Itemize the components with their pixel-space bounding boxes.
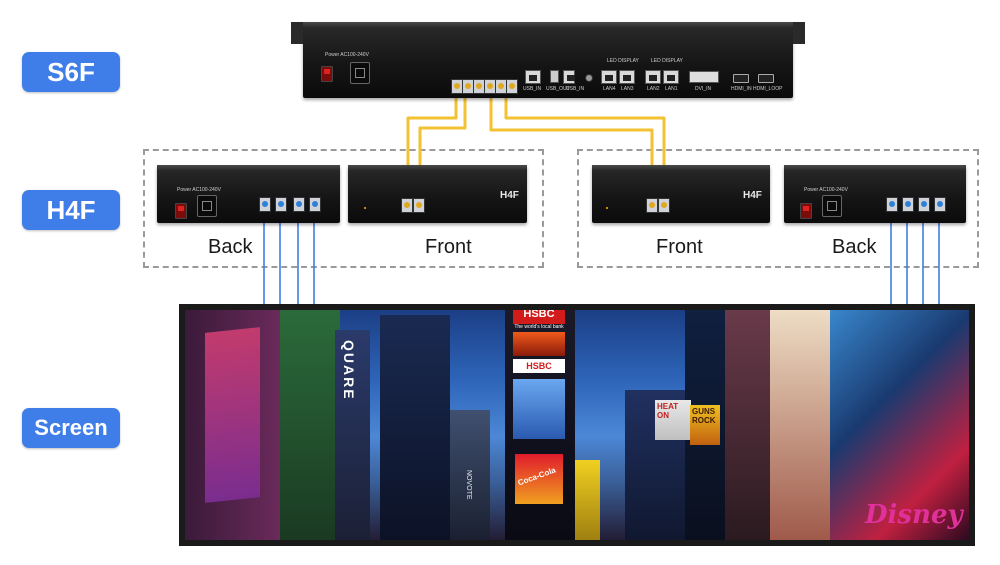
power-socket <box>350 62 370 84</box>
fiber-cable-yellow <box>418 92 467 198</box>
billboard-pirate: Disney <box>830 310 969 540</box>
hdmi-port <box>733 74 749 83</box>
billboard-guns-rock-text: GUNS ROCK <box>692 407 716 425</box>
billboard-left <box>205 327 260 503</box>
fiber-port <box>934 197 946 212</box>
ethernet-port <box>601 70 617 84</box>
fiber-port <box>413 198 425 213</box>
billboard-blue-panel <box>513 379 565 439</box>
fiber-cable-yellow <box>406 92 458 198</box>
billboard-yellow <box>575 460 600 540</box>
billboard-hsbc-text: HSBC <box>523 308 555 320</box>
power-socket <box>822 195 842 217</box>
left-h4f-group <box>143 149 544 268</box>
status-led <box>606 207 608 209</box>
billboard-quare: QUARE <box>341 340 357 401</box>
billboard-red-panel <box>513 332 565 356</box>
rack-ear-right <box>793 22 805 44</box>
fiber-port <box>886 197 898 212</box>
back-label-left: Back <box>208 236 253 258</box>
billboard-heat-on-text: HEAT ON <box>657 402 679 420</box>
hdmi-port <box>758 74 774 83</box>
s6f-power-text: Power AC100-240V <box>325 52 369 58</box>
dvi-port <box>689 71 719 83</box>
billboard-guns-rock: GUNS ROCK <box>690 405 720 445</box>
billboard-cola-text: Coca-Cola <box>516 465 557 488</box>
fiber-cable-yellow <box>489 92 654 198</box>
usb-port <box>550 70 559 83</box>
building: QUARE <box>335 330 370 540</box>
fiber-port <box>646 198 658 213</box>
billboard-heat-on: HEAT ON <box>655 400 691 440</box>
h4f-power-text: Power AC100-240V <box>177 187 221 193</box>
usb-b-port <box>563 70 575 84</box>
fiber-port <box>902 197 914 212</box>
billboard-disney: Disney <box>865 500 963 530</box>
right-h4f-group <box>577 149 979 268</box>
h4f-front-right: H4F <box>592 165 770 223</box>
port-label: LED DISPLAY <box>607 58 639 64</box>
h4f-front-left: H4F <box>348 165 527 223</box>
h4f-brand-left: H4F <box>500 190 519 201</box>
audio-jack <box>585 74 593 82</box>
fiber-port <box>918 197 930 212</box>
power-switch <box>800 203 812 219</box>
billboard-hsbc-sub: The world's local bank <box>514 324 564 330</box>
port-label: HDMI_LOOP <box>753 86 783 92</box>
rack-ear-left <box>291 22 303 44</box>
port-label: LED DISPLAY <box>651 58 683 64</box>
port-label: USB_IN <box>566 86 585 92</box>
fiber-port <box>309 197 321 212</box>
building <box>380 315 450 540</box>
billboard-cola: Coca-Cola <box>515 454 563 504</box>
port-label: LAN2 <box>647 86 660 92</box>
ethernet-port <box>645 70 661 84</box>
fiber-port <box>473 79 485 94</box>
port-label: DVI_IN <box>695 86 712 92</box>
building <box>725 310 770 540</box>
led-screen: QUARE HSBC The world's local bank HSBC C… <box>179 304 975 546</box>
ethernet-port <box>619 70 635 84</box>
s6f-device: Power AC100-240V USB_IN USB_OUT USB_IN L… <box>291 22 805 98</box>
power-socket <box>197 195 217 217</box>
h4f-brand-right: H4F <box>743 190 762 201</box>
building <box>280 310 340 540</box>
port-label: LAN1 <box>665 86 678 92</box>
fiber-port <box>259 197 271 212</box>
screen-label: Screen <box>22 408 120 448</box>
fiber-port <box>506 79 518 94</box>
building: HSBC The world's local bank HSBC Coca-Co… <box>505 308 575 540</box>
h4f-power-text: Power AC100-240V <box>804 187 848 193</box>
port-label: USB_IN <box>523 86 542 92</box>
h4f-back-left: Power AC100-240V <box>157 165 340 223</box>
status-led <box>364 207 366 209</box>
front-label-left: Front <box>425 236 472 258</box>
s6f-label: S6F <box>22 52 120 92</box>
port-label: LAN3 <box>621 86 634 92</box>
port-label: HDMI_IN <box>731 86 752 92</box>
building <box>450 410 490 540</box>
fiber-cable-yellow <box>504 92 666 198</box>
fiber-port <box>293 197 305 212</box>
billboard-food <box>770 310 830 540</box>
billboard-hsbc-box: HSBC <box>513 359 565 373</box>
billboard-hsbc-top: HSBC <box>513 308 565 324</box>
port-label: USB_OUT <box>546 86 570 92</box>
port-label: LAN4 <box>603 86 616 92</box>
power-switch <box>321 66 333 82</box>
ethernet-port <box>525 70 541 84</box>
billboard-hsbc-box-text: HSBC <box>526 361 552 371</box>
front-label-right: Front <box>656 236 703 258</box>
back-label-right: Back <box>832 236 877 258</box>
fiber-port <box>658 198 670 213</box>
h4f-back-right: Power AC100-240V <box>784 165 966 223</box>
fiber-port <box>401 198 413 213</box>
fiber-port <box>275 197 287 212</box>
billboard-novote: NOVOTE <box>465 470 472 500</box>
power-switch <box>175 203 187 219</box>
h4f-label: H4F <box>22 190 120 230</box>
ethernet-port <box>663 70 679 84</box>
